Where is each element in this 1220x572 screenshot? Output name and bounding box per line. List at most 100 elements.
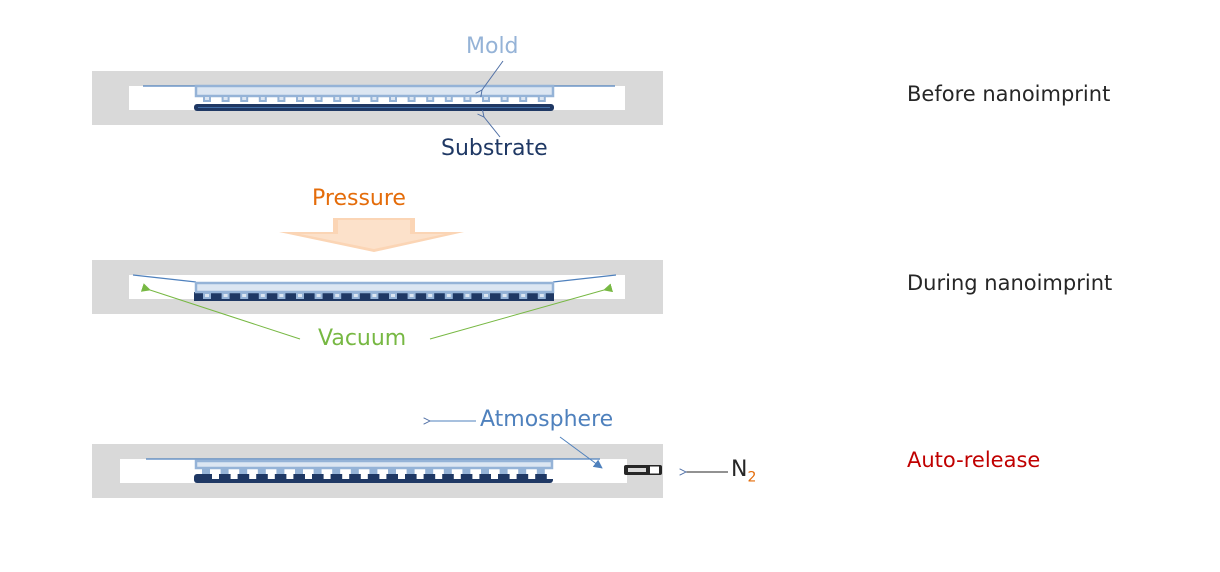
- n2-base: N: [731, 457, 748, 482]
- mold-tooth: [389, 292, 397, 299]
- film-left: [132, 274, 197, 283]
- mold-tooth: [537, 95, 546, 102]
- vacuum-arrow-right: [429, 283, 614, 340]
- chamber-release: [92, 444, 663, 498]
- mold-tooth: [462, 468, 471, 474]
- mold: [194, 84, 555, 102]
- mold-tooth: [426, 95, 435, 102]
- substrate-gap: [509, 474, 517, 479]
- mold-tooth: [240, 292, 249, 299]
- mold-tooth: [221, 292, 230, 299]
- mold-tooth: [426, 292, 435, 299]
- mold-tooth: [370, 292, 379, 299]
- mold-tooth: [370, 95, 379, 102]
- stage-label-during: During nanoimprint: [907, 271, 1113, 295]
- mold-tooth: [481, 468, 489, 474]
- mold-tooth: [332, 468, 341, 474]
- mold-tooth: [351, 95, 360, 102]
- mold-tooth: [258, 95, 267, 102]
- mold-tooth: [258, 292, 267, 299]
- n2-valve: [624, 465, 662, 475]
- mold-tooth: [519, 292, 528, 299]
- substrate-gap: [435, 474, 443, 479]
- mold-tooth: [389, 95, 397, 102]
- substrate-gap: [230, 474, 238, 479]
- mold-tooth: [333, 292, 342, 299]
- substrate-gap: [249, 474, 257, 479]
- substrate-gap: [286, 474, 294, 479]
- mold-tooth: [537, 292, 546, 299]
- mold-tooth: [500, 292, 509, 299]
- substrate-gap: [212, 474, 219, 479]
- mold: [194, 281, 555, 299]
- substrate-gap: [546, 474, 554, 479]
- mold-tooth: [519, 95, 528, 102]
- mold-tooth: [369, 468, 378, 474]
- vacuum-label: Vacuum: [318, 326, 407, 351]
- atmosphere-pointer-arrow: [559, 436, 603, 469]
- mold-tooth: [444, 95, 453, 102]
- mold-tooth: [463, 292, 472, 299]
- mold-tooth: [277, 292, 286, 299]
- mold-tooth: [276, 468, 285, 474]
- mold-pointer-arrow: [482, 60, 504, 90]
- n2-subscript: 2: [747, 469, 757, 486]
- substrate-gap: [379, 474, 387, 479]
- mold-tooth: [313, 468, 322, 474]
- mold-tooth: [518, 468, 527, 474]
- vacuum-arrow-left: [140, 283, 301, 340]
- stage-label-before: Before nanoimprint: [907, 82, 1111, 106]
- mold-label: Mold: [466, 34, 519, 59]
- mold-tooth: [499, 468, 508, 474]
- mold-tooth: [296, 95, 304, 102]
- substrate-label: Substrate: [441, 136, 548, 161]
- mold-tooth: [482, 292, 490, 299]
- n2-label: N2: [731, 457, 756, 485]
- pressure-label: Pressure: [312, 186, 406, 211]
- mold-tooth: [221, 95, 230, 102]
- mold-tooth: [220, 468, 229, 474]
- substrate-gap: [528, 474, 536, 479]
- mold-tooth: [314, 292, 323, 299]
- mold-tooth: [351, 292, 360, 299]
- atmosphere-label: Atmosphere: [480, 407, 614, 432]
- mold-tooth: [240, 95, 249, 102]
- substrate-gap: [491, 474, 498, 479]
- mold-tooth: [388, 468, 396, 474]
- mold-tooth: [239, 468, 248, 474]
- mold-tooth: [350, 468, 359, 474]
- mold-tooth: [296, 292, 304, 299]
- substrate-gap: [342, 474, 350, 479]
- mold-tooth: [500, 95, 509, 102]
- substrate-gap: [267, 474, 275, 479]
- mold-tooth: [425, 468, 434, 474]
- mold-tooth: [407, 95, 416, 102]
- mold-tooth: [406, 468, 415, 474]
- mold-tooth: [536, 468, 545, 474]
- substrate-gap: [472, 474, 480, 479]
- stage-label-release: Auto-release: [907, 448, 1041, 472]
- chamber-before: [92, 71, 663, 125]
- mold-tooth: [295, 468, 303, 474]
- mold-tooth: [202, 468, 210, 474]
- mold-tooth: [333, 95, 342, 102]
- mold-tooth: [443, 468, 452, 474]
- mold-tooth: [444, 292, 453, 299]
- mold-tooth: [257, 468, 266, 474]
- substrate-pointer-arrow: [484, 117, 501, 138]
- mold-tooth: [463, 95, 472, 102]
- substrate-gap: [305, 474, 312, 479]
- mold-tooth: [203, 95, 211, 102]
- substrate-gap: [453, 474, 461, 479]
- mold-tooth: [482, 95, 490, 102]
- substrate: [194, 474, 553, 483]
- mold-tooth: [314, 95, 323, 102]
- substrate-gap: [323, 474, 331, 479]
- mold-tooth: [277, 95, 286, 102]
- substrate-gap: [398, 474, 405, 479]
- mold: [194, 459, 554, 470]
- mold-tooth: [407, 292, 416, 299]
- film-right: [552, 274, 617, 283]
- chamber-during: [92, 260, 663, 314]
